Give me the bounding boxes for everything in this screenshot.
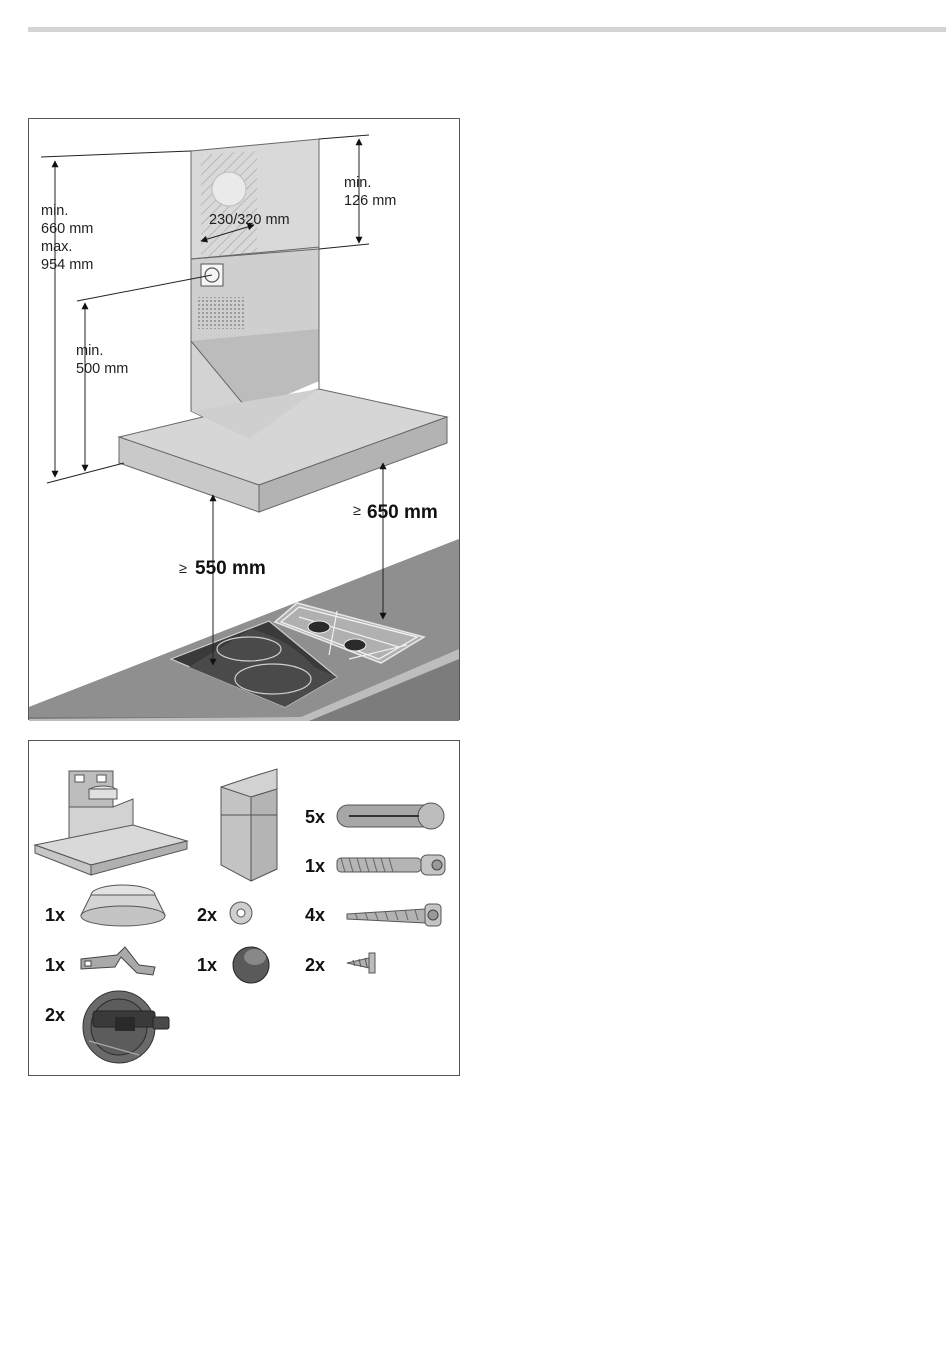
flap-valve-icon	[83, 991, 169, 1063]
installation-diagram: min. 660 mm max. 954 mm min. 126 mm min.…	[28, 118, 460, 720]
chimney-illustration	[221, 769, 277, 881]
parts-illustration: 5x 1x 4x 2x 1x	[29, 741, 461, 1077]
electric-distance-value: 550 mm	[195, 558, 266, 579]
flap-valve-qty: 2x	[45, 1005, 65, 1025]
gas-distance-symbol: ≥	[353, 503, 361, 519]
air-ring-icon	[81, 885, 165, 926]
long-screw-qty: 4x	[305, 905, 325, 925]
total-height-label-4: 954 mm	[41, 257, 93, 273]
knob-qty: 1x	[197, 955, 217, 975]
bracket-qty: 1x	[45, 955, 65, 975]
parts-list: 5x 1x 4x 2x 1x	[28, 740, 460, 1076]
washer-qty: 2x	[197, 905, 217, 925]
upper-height-label-1: min.	[344, 175, 371, 191]
air-ring-qty: 1x	[45, 905, 65, 925]
duct-width-label: 230/320 mm	[209, 212, 290, 228]
installation-illustration: min. 660 mm max. 954 mm min. 126 mm min.…	[29, 119, 461, 721]
threaded-bolt-qty: 1x	[305, 856, 325, 876]
short-screw-icon	[347, 953, 375, 973]
fixing-plug-icon	[337, 803, 444, 829]
total-height-label-3: max.	[41, 239, 72, 255]
lower-height-label-2: 500 mm	[76, 361, 128, 377]
fixing-plug-qty: 5x	[305, 807, 325, 827]
total-height-label-1: min.	[41, 203, 68, 219]
washer-icon	[230, 902, 252, 924]
electric-distance-symbol: ≥	[179, 561, 187, 577]
knob-icon	[233, 947, 269, 983]
long-screw-icon	[347, 904, 441, 926]
header-rule	[28, 27, 946, 32]
gas-distance-value: 650 mm	[367, 502, 438, 523]
upper-height-label-2: 126 mm	[344, 193, 396, 209]
lower-height-label-1: min.	[76, 343, 103, 359]
total-height-label-2: 660 mm	[41, 221, 93, 237]
hood-unit-illustration	[35, 771, 187, 875]
short-screw-qty: 2x	[305, 955, 325, 975]
threaded-bolt-icon	[337, 855, 445, 875]
bracket-icon	[81, 947, 155, 975]
hood-canopy	[119, 389, 447, 512]
